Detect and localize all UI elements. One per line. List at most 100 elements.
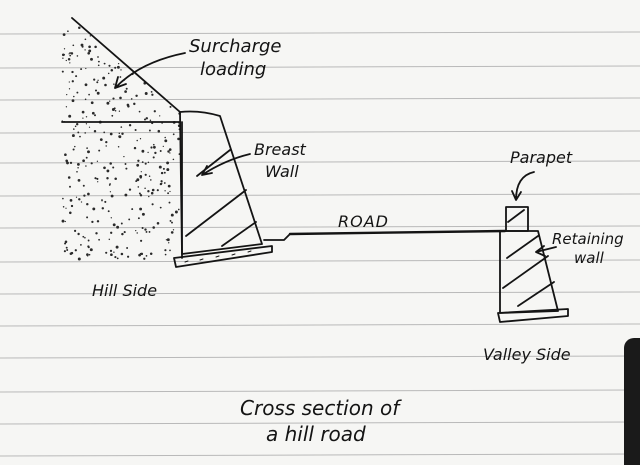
soil-dot	[113, 83, 115, 85]
soil-dot	[172, 133, 175, 136]
breast-wall-label-1: Breast	[254, 140, 306, 159]
soil-dot	[169, 105, 172, 108]
soil-dot	[120, 126, 123, 128]
soil-dot	[97, 56, 99, 58]
soil-dot	[118, 132, 121, 135]
soil-dot	[170, 231, 174, 234]
soil-dot	[66, 161, 69, 165]
soil-dot	[82, 159, 85, 163]
soil-dot	[68, 81, 70, 83]
soil-dot	[145, 230, 148, 233]
soil-dot	[151, 203, 154, 206]
soil-dot	[75, 75, 78, 78]
soil-dot	[159, 150, 162, 152]
soil-dot	[91, 220, 94, 224]
soil-dot	[82, 117, 84, 119]
soil-dot	[170, 213, 174, 217]
soil-dot	[117, 62, 120, 65]
soil-dot	[120, 252, 124, 256]
soil-dot	[152, 156, 155, 159]
soil-dot	[162, 167, 165, 170]
soil-dot	[62, 57, 64, 59]
soil-dot	[81, 110, 85, 114]
ruled-line	[0, 389, 640, 393]
soil-dot	[116, 225, 120, 229]
soil-dot	[135, 229, 137, 232]
soil-dot	[89, 248, 93, 252]
soil-dot	[93, 78, 96, 81]
soil-dot	[162, 145, 164, 148]
soil-dot	[78, 26, 81, 30]
soil-dot	[87, 51, 91, 55]
soil-dot	[77, 131, 80, 134]
soil-dot	[147, 190, 150, 193]
soil-dot	[82, 235, 85, 238]
soil-dot	[69, 52, 72, 54]
hill-slope-line	[71, 17, 181, 113]
soil-dot	[148, 129, 151, 132]
soil-dot	[94, 89, 98, 92]
soil-dot	[144, 228, 147, 231]
soil-dot	[107, 72, 110, 75]
soil-dot	[136, 178, 140, 182]
soil-dot	[140, 252, 144, 256]
soil-dot	[104, 200, 107, 203]
soil-dot	[160, 180, 163, 183]
soil-dot	[65, 246, 68, 249]
soil-dot	[143, 257, 146, 260]
soil-dot	[62, 206, 65, 208]
soil-dot	[68, 114, 72, 118]
road-label: ROAD	[338, 212, 389, 231]
soil-dot	[123, 231, 126, 234]
soil-dot	[140, 239, 143, 242]
soil-dot	[74, 249, 77, 252]
soil-dot	[135, 180, 138, 183]
soil-dot	[164, 253, 167, 256]
soil-dot	[74, 145, 76, 148]
soil-dot	[61, 219, 65, 223]
breast-wall-arrow	[201, 153, 251, 176]
soil-dot	[64, 220, 66, 223]
soil-dot	[119, 96, 122, 100]
soil-dot	[133, 146, 137, 150]
soil-dot	[109, 249, 113, 253]
soil-dot	[85, 123, 88, 125]
soil-dot	[65, 159, 68, 163]
soil-dot	[71, 70, 74, 74]
soil-dot	[83, 194, 86, 197]
ruled-line	[0, 130, 640, 134]
retaining-wall-label-1: Retaining	[552, 230, 624, 248]
retaining-wall	[499, 230, 559, 314]
soil-dot	[145, 117, 149, 120]
soil-dot	[110, 231, 113, 234]
soil-dot	[77, 232, 80, 236]
soil-dot	[90, 57, 93, 61]
soil-dot	[67, 176, 71, 179]
ruled-line	[0, 160, 640, 164]
soil-dot	[149, 119, 152, 121]
soil-dot	[124, 193, 128, 197]
soil-dot	[90, 101, 94, 105]
soil-dot	[72, 44, 75, 47]
soil-dot	[148, 195, 150, 198]
soil-dot	[84, 38, 87, 41]
soil-dot	[114, 177, 117, 180]
soil-dot	[88, 253, 91, 256]
soil-dot	[136, 139, 138, 142]
soil-dot	[90, 162, 93, 165]
soil-dot	[121, 132, 124, 135]
soil-dot	[101, 199, 103, 202]
soil-dot	[114, 109, 117, 112]
soil-dot	[121, 232, 124, 236]
soil-dot	[139, 174, 143, 178]
soil-dot	[116, 65, 120, 69]
soil-dot	[63, 48, 66, 50]
soil-dot	[88, 126, 91, 128]
soil-dot	[143, 118, 147, 121]
surcharge-loading-label-2: loading	[200, 59, 267, 80]
soil-dot	[127, 255, 130, 258]
soil-dot	[110, 217, 112, 219]
soil-dot	[84, 132, 86, 134]
